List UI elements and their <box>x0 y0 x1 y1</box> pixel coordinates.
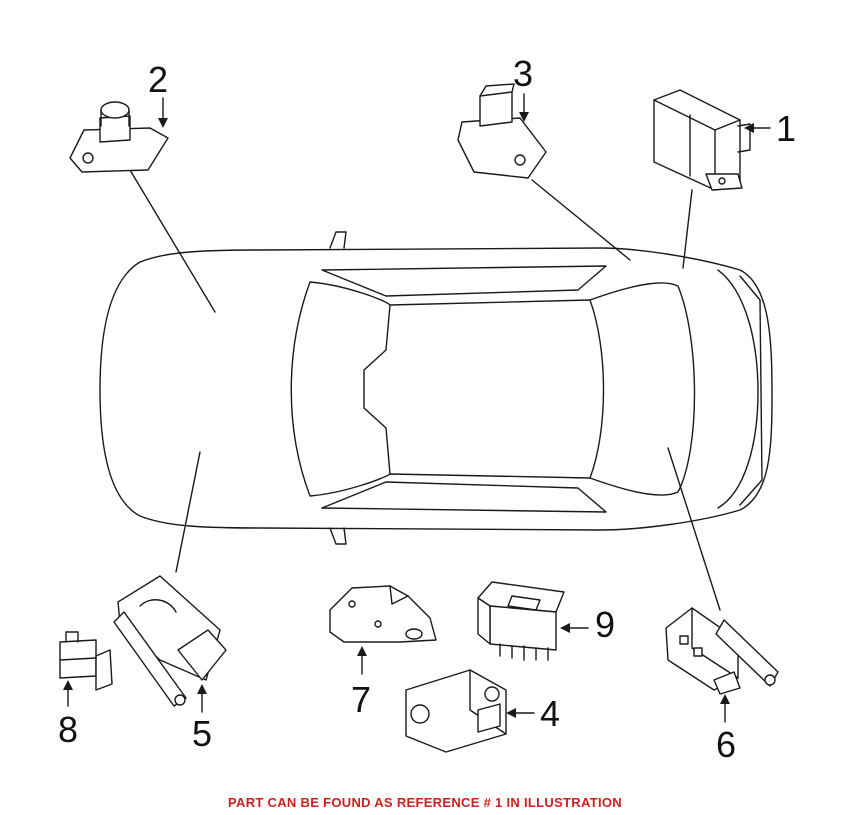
callout-8: 8 <box>58 709 79 750</box>
callout-6: 6 <box>716 724 737 765</box>
callout-2: 2 <box>148 59 169 100</box>
callout-1: 1 <box>776 108 797 149</box>
relay-part-8 <box>59 631 113 691</box>
level-sensor-part-6 <box>665 607 779 695</box>
bracket-part-7 <box>329 585 437 643</box>
level-sensor-part-5 <box>113 575 227 707</box>
reference-note: PART CAN BE FOUND AS REFERENCE # 1 IN IL… <box>228 795 622 810</box>
impact-sensor-part-3 <box>457 83 547 179</box>
callout-7: 7 <box>351 679 372 720</box>
sensor-unit-part-4 <box>405 669 507 753</box>
callout-5: 5 <box>192 713 213 754</box>
callout-3: 3 <box>513 53 534 94</box>
control-module-part-1 <box>653 89 751 191</box>
callout-4: 4 <box>540 693 561 734</box>
callout-9: 9 <box>595 604 616 645</box>
impact-sensor-part-2 <box>69 101 169 173</box>
connector-part-9 <box>477 581 565 661</box>
car-outline-icon <box>99 231 773 545</box>
leader-lines <box>129 169 721 611</box>
